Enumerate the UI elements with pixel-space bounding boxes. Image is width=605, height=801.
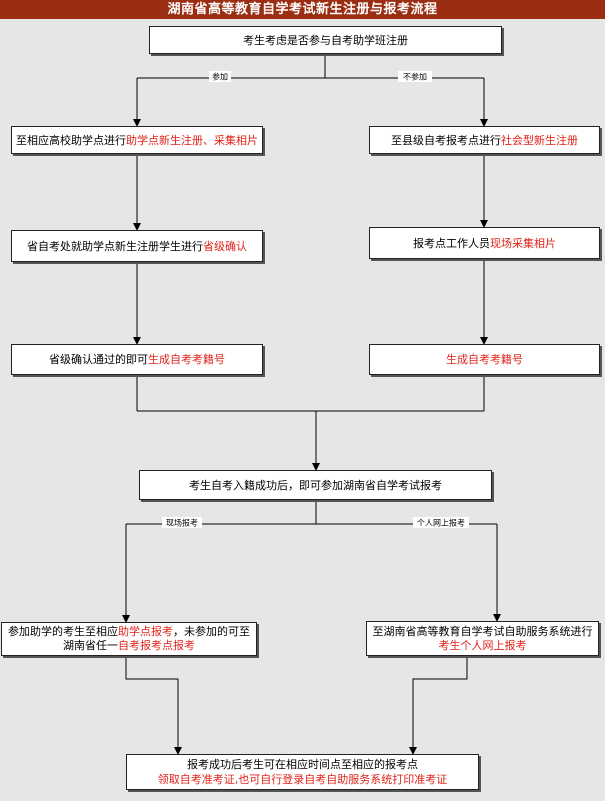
node-enrolled: 考生自考入籍成功后，即可参加湖南省自学考试报考 bbox=[139, 470, 492, 500]
node-left-register: 至相应高校助学点进行助学点新生注册、采集相片 bbox=[11, 126, 263, 154]
node-online-register: 至湖南省高等教育自学考试自助服务系统进行 考生个人网上报考 bbox=[366, 621, 599, 656]
node-onsite-line2-text: 湖南省任一 bbox=[63, 639, 118, 652]
node-left-confirm-highlight: 省级确认 bbox=[203, 239, 247, 253]
node-onsite-register: 参加助学的考生至相应助学点报考，未参加的可至 湖南省任一自考报考点报考 bbox=[1, 622, 257, 656]
node-online-line1-text: 至湖南省高等教育自学考试自助服务系统进行 bbox=[372, 624, 593, 638]
node-online-line2-highlight: 考生个人网上报考 bbox=[438, 638, 527, 652]
node-onsite-line1-text: 参加助学的考生至相应 bbox=[8, 625, 118, 638]
edge-label-join: 参加 bbox=[212, 72, 228, 82]
node-right-photo: 报考点工作人员现场采集相片 bbox=[369, 227, 600, 259]
node-left-confirm-text: 省自考处就助学点新生注册学生进行 bbox=[27, 239, 203, 253]
flow-connectors: 参加 不参加 现场报考 个人网上报考 bbox=[122, 54, 501, 755]
node-admission-ticket: 报考成功后考生可在相应时间点至相应的报考点 领取自考准考证,也可自行登录自考自助… bbox=[126, 754, 479, 790]
node-right-register-highlight: 社会型新生注册 bbox=[501, 133, 578, 147]
node-left-number-highlight: 生成自考考籍号 bbox=[148, 353, 225, 366]
node-enrolled-text: 考生自考入籍成功后，即可参加湖南省自学考试报考 bbox=[189, 478, 442, 492]
node-left-number-text: 省级确认通过的即可 bbox=[49, 353, 148, 366]
node-admission-line1-text: 报考成功后考生可在相应时间点至相应的报考点 bbox=[187, 758, 418, 771]
node-start-text: 考生考虑是否参与自考助学班注册 bbox=[243, 33, 408, 47]
edge-label-online: 个人网上报考 bbox=[417, 518, 465, 528]
node-right-register: 至县级自考报考点进行社会型新生注册 bbox=[369, 126, 600, 154]
node-right-photo-text: 报考点工作人员 bbox=[413, 236, 490, 250]
edge-label-onsite: 现场报考 bbox=[166, 518, 198, 528]
node-admission-line2-highlight: 领取自考准考证,也可自行登录自考自助服务系统打印准考证 bbox=[157, 773, 448, 786]
flowchart-canvas: 参加 不参加 现场报考 个人网上报考 考生考虑是否参与自考助学班注册 至相应高校… bbox=[0, 19, 605, 801]
node-start: 考生考虑是否参与自考助学班注册 bbox=[149, 26, 502, 54]
node-left-number: 省级确认通过的即可生成自考考籍号 bbox=[11, 344, 263, 375]
node-right-number-highlight: 生成自考考籍号 bbox=[446, 353, 523, 366]
node-onsite-line1-highlight: 助学点报考 bbox=[118, 625, 173, 638]
node-onsite-line1-suffix: ，未参加的可至 bbox=[173, 625, 250, 638]
node-left-confirm: 省自考处就助学点新生注册学生进行省级确认 bbox=[11, 230, 263, 262]
connector-left4-down bbox=[125, 656, 182, 755]
edge-label-not-join: 不参加 bbox=[403, 72, 427, 82]
node-right-number: 生成自考考籍号 bbox=[369, 344, 600, 375]
node-right-register-text: 至县级自考报考点进行 bbox=[391, 133, 501, 147]
node-right-photo-highlight: 现场采集相片 bbox=[490, 236, 556, 250]
node-onsite-line2-highlight: 自考报考点报考 bbox=[118, 639, 195, 652]
connector-right4-down bbox=[409, 656, 468, 755]
node-left-register-highlight: 助学点新生注册、采集相片 bbox=[126, 133, 258, 147]
page-title: 湖南省高等教育自学考试新生注册与报考流程 bbox=[0, 0, 605, 19]
node-left-register-text: 至相应高校助学点进行 bbox=[16, 133, 126, 147]
